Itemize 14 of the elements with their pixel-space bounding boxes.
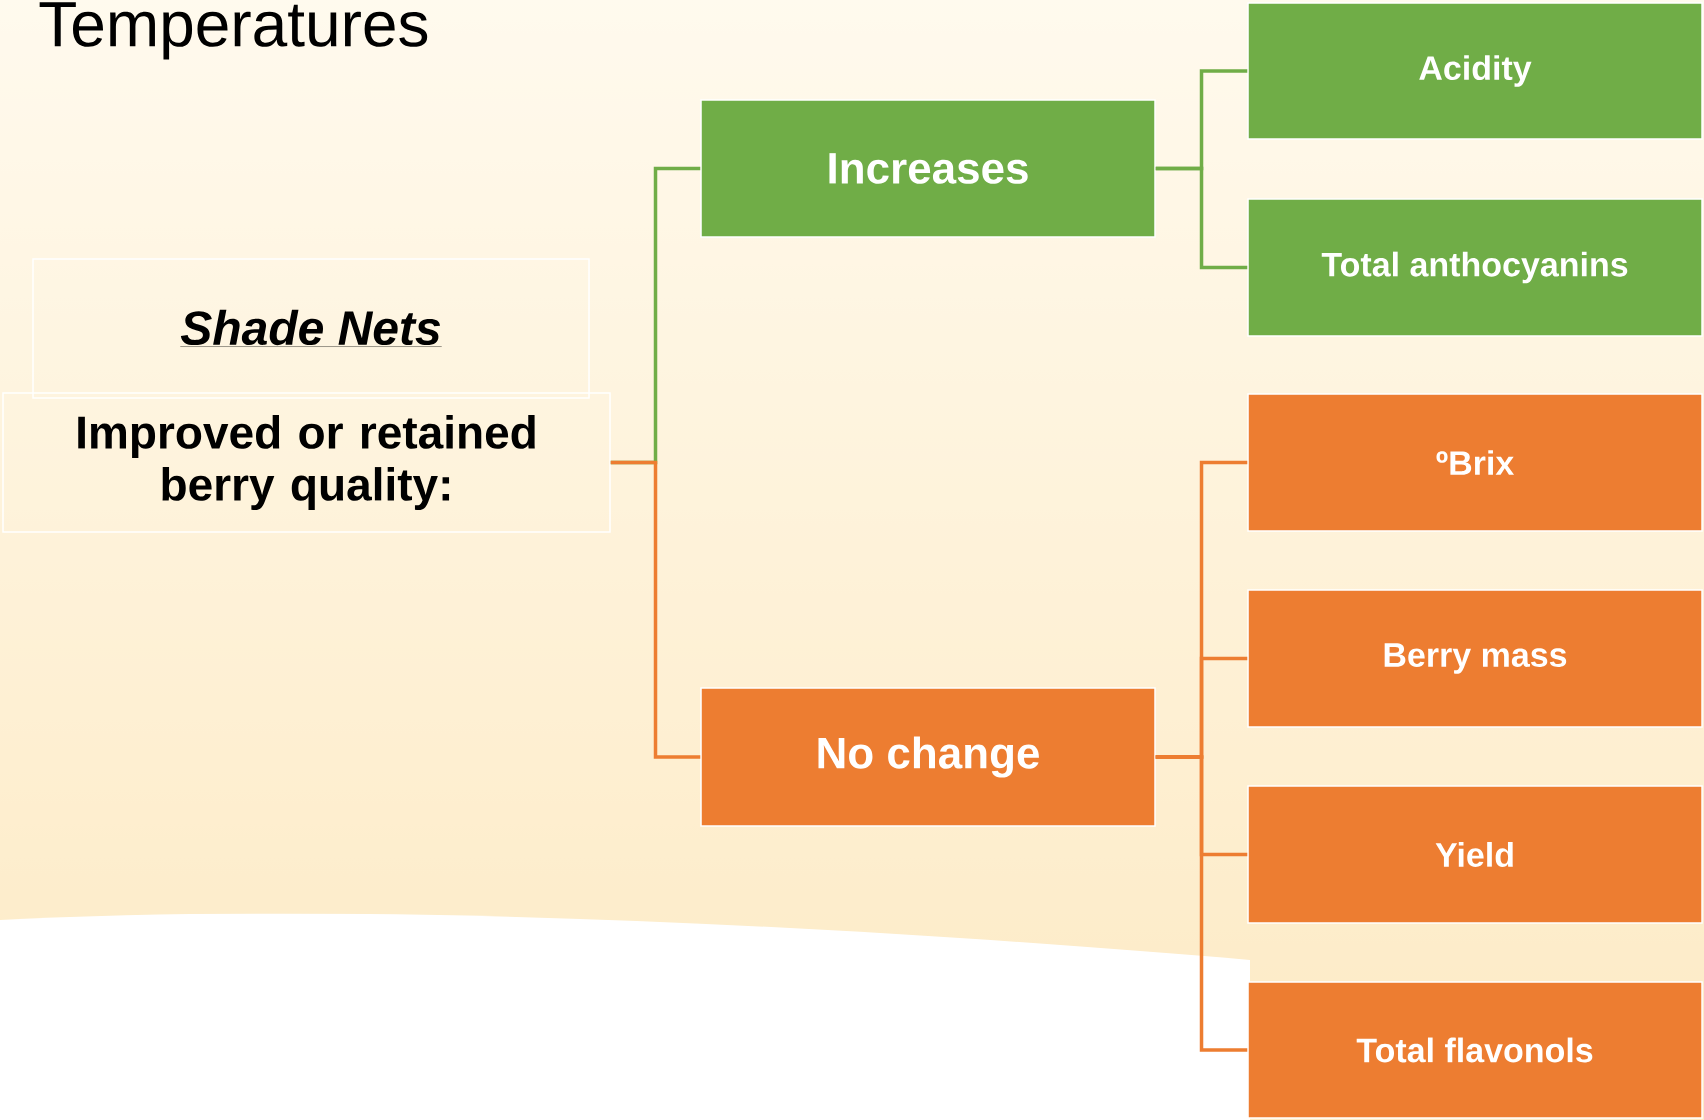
connector <box>610 460 701 759</box>
slide-title: Temperatures <box>39 2 428 60</box>
heading-box: Shade Nets <box>32 258 590 399</box>
category-box: Acidity <box>1247 2 1703 140</box>
category-box: Total flavonols <box>1247 981 1703 1119</box>
category-box: ºBrix <box>1247 393 1703 532</box>
connector <box>1155 755 1248 1052</box>
text-box: Improved or retained berry quality: <box>2 392 611 533</box>
connector <box>1155 166 1248 270</box>
category-box: Berry mass <box>1247 589 1703 728</box>
category-box: Yield <box>1247 785 1703 924</box>
category-box: No change <box>700 687 1156 827</box>
category-box: Total anthocyanins <box>1247 198 1703 337</box>
category-box: Increases <box>700 99 1156 238</box>
